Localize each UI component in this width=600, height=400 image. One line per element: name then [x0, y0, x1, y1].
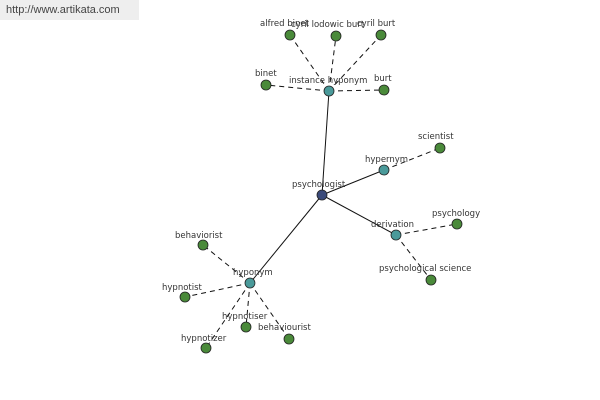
edge-instance-hyponym-word-4	[328, 89, 385, 92]
word-label: behaviourist	[258, 323, 311, 333]
edge-hyponym-word-0	[202, 244, 251, 284]
edge-hypernym-word-0	[383, 147, 441, 171]
word-label: psychology	[432, 209, 480, 219]
word-node[interactable]	[451, 218, 463, 230]
word-label: hypnotiser	[222, 312, 268, 322]
relation-node-hyponym[interactable]	[244, 277, 256, 289]
word-label: cyril lodowic burt	[291, 20, 365, 30]
relation-label-hyponym: hyponym	[233, 268, 273, 278]
edge-instance-hyponym-word-0	[289, 34, 330, 92]
word-node[interactable]	[197, 239, 209, 251]
word-node[interactable]	[434, 142, 446, 154]
word-node[interactable]	[200, 342, 212, 354]
relation-node-derivation[interactable]	[390, 229, 402, 241]
word-node[interactable]	[240, 321, 252, 333]
word-node[interactable]	[378, 84, 390, 96]
word-label: binet	[255, 69, 277, 79]
edge-hyponym	[249, 194, 323, 284]
edge-hyponym-word-3	[249, 282, 290, 340]
word-label: burt	[374, 74, 392, 84]
relation-label-instance-hyponym: instance hyponym	[289, 76, 367, 86]
edge-instance-hyponym-word-3	[265, 84, 330, 92]
word-label: psychological science	[379, 264, 471, 274]
word-node[interactable]	[375, 29, 387, 41]
edge-hypernym	[321, 169, 385, 196]
edge-instance-hyponym-word-2	[328, 34, 382, 92]
relation-label-hypernym: hypernym	[365, 155, 408, 165]
edge-instance-hyponym	[321, 90, 330, 196]
word-label: cyril burt	[357, 19, 396, 29]
word-label: hypnotist	[162, 283, 203, 293]
relation-node-hypernym[interactable]	[378, 164, 390, 176]
edge-hyponym-word-1	[184, 282, 251, 298]
watermark-url: http://www.artikata.com	[0, 0, 139, 20]
edge-derivation-word-0	[395, 223, 458, 236]
word-node[interactable]	[284, 29, 296, 41]
word-node[interactable]	[260, 79, 272, 91]
edge-derivation-word-1	[395, 234, 432, 281]
edge-instance-hyponym-word-1	[328, 35, 337, 92]
edge-hyponym-word-2	[245, 282, 251, 328]
word-node[interactable]	[330, 30, 342, 42]
edge-hyponym-word-4	[205, 282, 251, 349]
relation-label-derivation: derivation	[371, 220, 414, 230]
word-label: alfred binet	[260, 19, 310, 29]
root-label: psychologist	[292, 180, 346, 190]
word-label: hypnotizer	[181, 334, 227, 344]
word-node[interactable]	[179, 291, 191, 303]
word-label: behaviorist	[175, 231, 223, 241]
word-node[interactable]	[425, 274, 437, 286]
word-node[interactable]	[283, 333, 295, 345]
relation-node-instance-hyponym[interactable]	[323, 85, 335, 97]
word-label: scientist	[418, 132, 454, 142]
edge-derivation	[321, 194, 397, 236]
root-node[interactable]	[316, 189, 328, 201]
